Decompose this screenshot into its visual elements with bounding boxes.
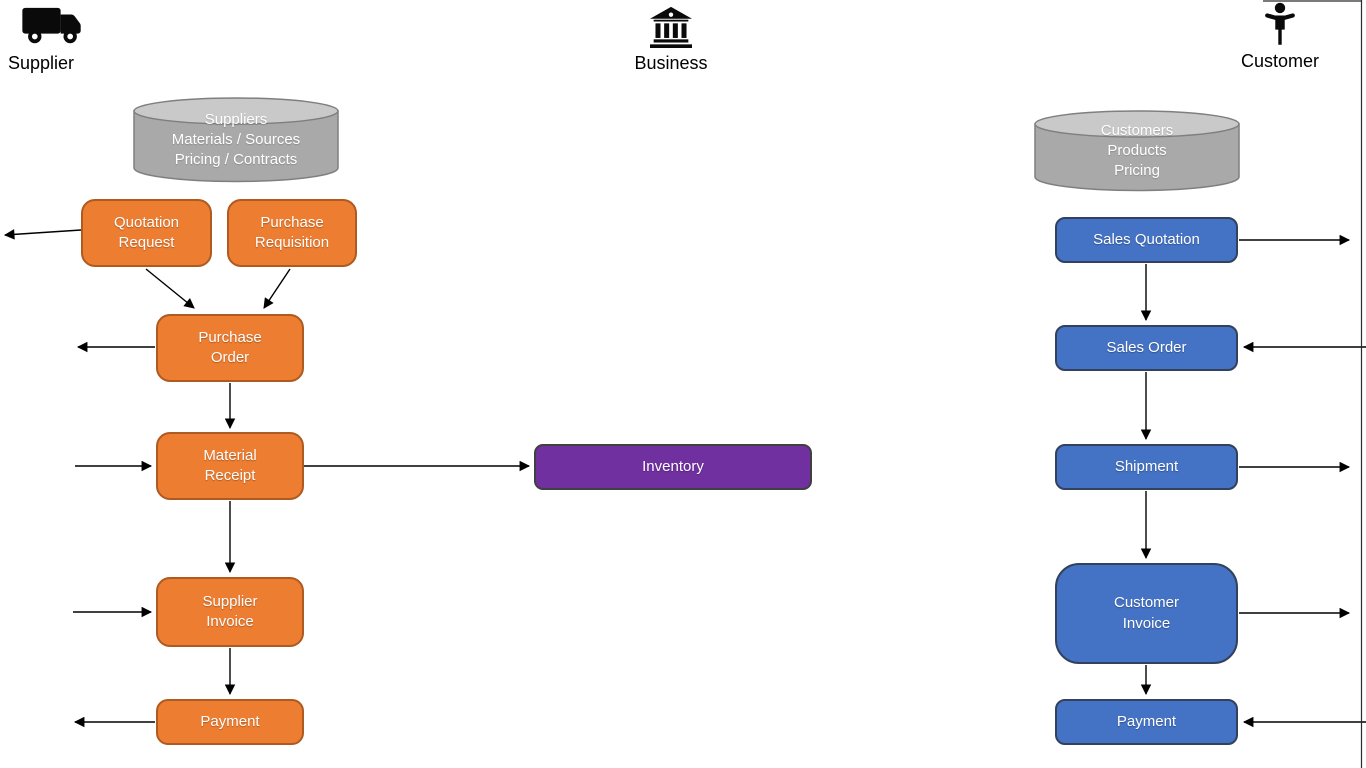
supplier-database-cylinder: Suppliers Materials / Sources Pricing / … (133, 97, 339, 183)
node-quotation-request: Quotation Request (81, 199, 212, 267)
truck-icon (20, 4, 98, 53)
node-sales-quotation: Sales Quotation (1055, 217, 1238, 263)
actor-business-label: Business (634, 53, 708, 73)
actor-customer: Customer (1240, 2, 1320, 72)
supplier-database-text: Suppliers Materials / Sources Pricing / … (171, 111, 301, 168)
node-material-receipt: Material Receipt (156, 432, 304, 500)
arrow-quotation-request-to-supplier (3, 229, 82, 240)
node-shipment: Shipment (1055, 444, 1238, 490)
node-sales-order: Sales Order (1055, 325, 1238, 371)
person-icon (1240, 2, 1320, 51)
node-supplier-invoice: Supplier Invoice (156, 577, 304, 647)
node-customer-invoice: Customer Invoice (1055, 563, 1238, 664)
node-payment-customer: Payment (1055, 699, 1238, 745)
customer-database-text: Customers Products Pricing (1100, 122, 1174, 179)
bank-icon (629, 6, 713, 53)
customer-database-cylinder: Customers Products Pricing (1034, 110, 1240, 192)
node-purchase-requisition: Purchase Requisition (227, 199, 357, 267)
actor-supplier: Supplier (8, 4, 98, 74)
actor-supplier-label: Supplier (8, 53, 75, 73)
arrow-purchase-requisition-to-purchase-order (263, 268, 291, 309)
node-purchase-order: Purchase Order (156, 314, 304, 382)
node-inventory: Inventory (534, 444, 812, 490)
arrow-quotation-request-to-purchase-order (145, 268, 195, 309)
actor-customer-label: Customer (1240, 51, 1320, 71)
node-payment-supplier: Payment (156, 699, 304, 745)
actor-business: Business (629, 6, 713, 74)
